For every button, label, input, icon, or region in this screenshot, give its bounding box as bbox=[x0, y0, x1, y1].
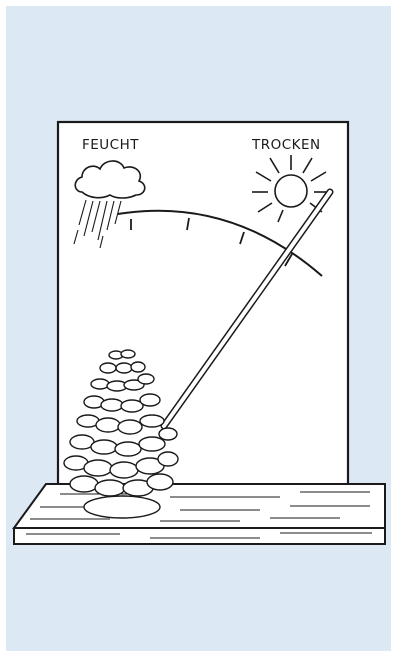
rain-cloud-icon bbox=[73, 160, 146, 249]
sun-icon bbox=[252, 155, 330, 223]
pointer-stick bbox=[160, 188, 334, 430]
scale-arc bbox=[117, 209, 323, 277]
scale-ticks bbox=[130, 217, 293, 267]
dry-label: TROCKEN bbox=[251, 137, 321, 153]
base-plank bbox=[12, 483, 386, 545]
pine-cone bbox=[63, 349, 179, 519]
humid-label: FEUCHT bbox=[82, 137, 139, 153]
